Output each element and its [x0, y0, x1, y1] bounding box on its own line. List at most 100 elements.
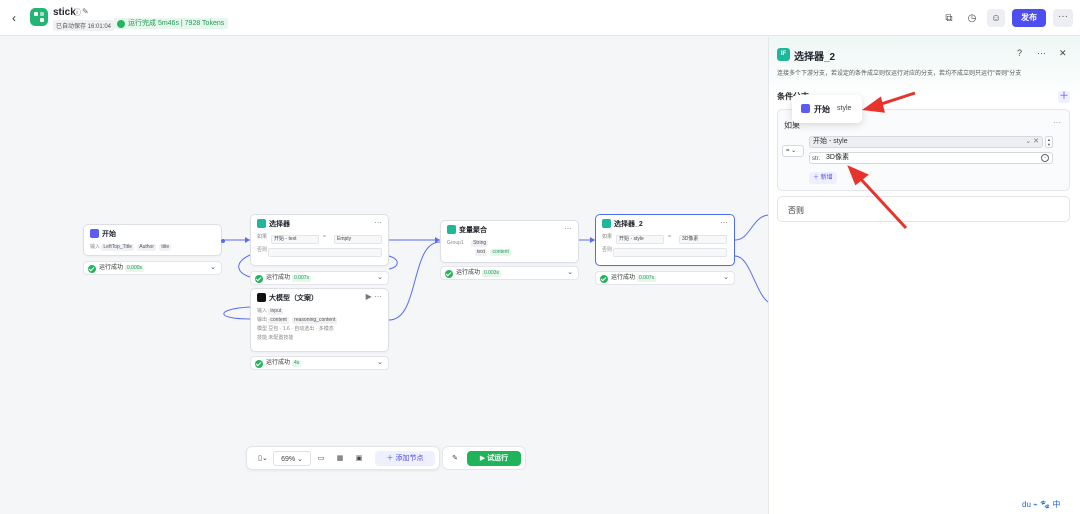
node-vars-row: text content — [475, 249, 511, 256]
red-arrow-2-head — [847, 165, 869, 186]
copy-button[interactable]: ⧉ — [940, 9, 958, 27]
layout-button[interactable]: ▦ — [334, 451, 346, 466]
stepper[interactable]: ▲▼ — [1045, 136, 1053, 148]
publish-button[interactable]: 发布 — [1012, 9, 1046, 27]
minimap-button[interactable]: ▣ — [353, 451, 365, 466]
node-input-row: 输入 input — [257, 308, 284, 315]
history-button[interactable]: ◷ — [963, 9, 981, 27]
help-icon[interactable]: ? — [1017, 48, 1023, 58]
ime-toolbar[interactable]: du ⌁ 🐾 中 — [1022, 499, 1060, 513]
close-icon[interactable]: ✕ — [1059, 48, 1067, 58]
info-icon[interactable]: ⓘ — [73, 8, 81, 17]
node-variable-aggregate[interactable]: 变量聚合··· Group1 String text content — [440, 220, 579, 263]
zoom-select[interactable]: 69% ⌄ — [273, 451, 311, 466]
top-header: ‹ stick ⓘ ✎ 已自动保存 16:01:04 运行完成 5m46s | … — [0, 0, 1080, 36]
success-icon — [255, 274, 263, 283]
chevron-down-icon: ⌄ — [377, 274, 383, 281]
run-status-badge: 运行完成 5m46s | 7928 Tokens — [114, 18, 229, 29]
node-title: 大模型（文案） — [269, 295, 318, 302]
more-icon[interactable]: ▶ ··· — [365, 292, 382, 301]
node-selector[interactable]: 选择器 ··· 如果 开始 - text = Empty 否则 — [250, 214, 389, 266]
node-title: 选择器 — [269, 221, 290, 228]
variable-tooltip: 开始 style — [792, 95, 862, 123]
grid-icon: ▦ — [336, 455, 344, 462]
if-icon — [602, 219, 611, 228]
workflow-icon — [34, 12, 44, 22]
node-model-row: 模型 豆包 · 1.6 · 自动选出 · 多模态 — [257, 326, 334, 332]
node-group-row: Group1 String — [447, 240, 489, 247]
chevron-down-icon: ⌄ — [723, 274, 729, 281]
start-icon — [90, 229, 99, 238]
red-arrow-2 — [856, 174, 908, 230]
edge-else-llm — [238, 254, 251, 278]
success-icon — [88, 264, 96, 273]
chevron-down-icon: ⌄ — [567, 269, 573, 276]
node-condition-row: 如果 开始 - style = 3D像素 — [596, 233, 734, 246]
add-condition-button[interactable]: ＋ 新增 — [809, 172, 837, 184]
branch-more-icon[interactable]: ··· — [1053, 118, 1061, 127]
node-output-row: 输出 content reasoning_content — [257, 317, 338, 324]
node-selector-2[interactable]: 选择器_2 ··· 如果 开始 - style = 3D像素 否则 — [595, 214, 735, 266]
edit-icon[interactable]: ✎ — [82, 7, 89, 16]
more-options-button[interactable]: ··· — [1053, 9, 1073, 27]
node-else-row: 否则 — [251, 246, 388, 259]
edge-selector-else — [388, 255, 398, 270]
success-icon — [445, 269, 453, 278]
canvas-toolbar: ▯⌄ 69% ⌄ ▭ ▦ ▣ ＋ 添加节点 — [246, 446, 440, 470]
back-arrow-icon[interactable]: ‹ — [12, 11, 16, 25]
node-config-panel: IF 选择器_2 ? ··· ✕ 连接多个下游分支，若设定的条件成立则仅运行对应… — [768, 37, 1080, 514]
pointer-mode-button[interactable]: ▯⌄ — [253, 451, 273, 466]
more-icon[interactable]: ··· — [720, 218, 728, 227]
red-arrow-1-head — [861, 96, 885, 113]
baidu-icon: du ⌁ 🐾 中 — [1022, 500, 1061, 509]
operator-select[interactable]: = ⌄ — [782, 145, 804, 157]
if-branch-card: 如果 ··· = ⌄ 开始 - style ⌄ ✕ ▲▼ str. 3D像素 ·… — [777, 109, 1070, 191]
success-icon — [255, 359, 263, 368]
more-icon[interactable]: ··· — [374, 218, 382, 227]
debug-button[interactable]: ✎ — [449, 451, 461, 466]
edge-llm-aggregate — [388, 241, 441, 321]
node-llm[interactable]: 大模型（文案） ▶ ··· 输入 input 输出 content reasoni… — [250, 288, 389, 352]
llm-icon — [257, 293, 266, 302]
node-condition-row: 如果 开始 - text = Empty — [251, 233, 388, 246]
node-else-row: 否则 — [596, 246, 734, 259]
chevron-down-icon: ⌄ ✕ — [1025, 138, 1039, 145]
variable-icon[interactable]: · — [1041, 154, 1049, 162]
comment-button[interactable]: ▭ — [315, 451, 327, 466]
autosave-status: 已自动保存 16:01:04 — [53, 20, 115, 31]
if-icon — [257, 219, 266, 228]
aggregate-icon — [447, 225, 456, 234]
right-value-input[interactable]: str. 3D像素 · — [809, 152, 1053, 164]
if-label: 如果 — [784, 121, 800, 130]
left-value-select[interactable]: 开始 - style ⌄ ✕ — [809, 136, 1043, 148]
more-icon[interactable]: ··· — [1037, 48, 1046, 58]
test-run-button[interactable]: ▶ 试运行 — [467, 451, 521, 466]
collaborators-button[interactable]: ☺ — [987, 9, 1005, 27]
node-title: 选择器_2 — [614, 221, 643, 228]
comment-icon: ▭ — [317, 455, 325, 462]
start-icon — [801, 104, 810, 113]
type-tag: str. — [812, 156, 821, 162]
app-logo — [30, 8, 48, 26]
app-title: stick — [53, 7, 76, 18]
edge-layer — [222, 214, 768, 321]
edge-selector2-if — [734, 214, 768, 241]
users-icon: ☺ — [990, 12, 1002, 24]
node-inputs: 输入 LeftTop_Title Author title — [90, 244, 172, 251]
more-icon[interactable]: ··· — [564, 224, 572, 233]
node-start[interactable]: 开始 输入 LeftTop_Title Author title — [83, 224, 225, 256]
add-branch-button[interactable]: ＋ — [1058, 91, 1070, 103]
run-status-text: 运行完成 5m46s | 7928 Tokens — [128, 20, 225, 27]
output-port[interactable] — [221, 239, 225, 243]
panel-title[interactable]: 选择器_2 — [794, 52, 836, 63]
node-skill-row: 技能 未配置技能 — [257, 335, 294, 341]
add-node-button[interactable]: ＋ 添加节点 — [375, 451, 435, 466]
node-title: 开始 — [102, 231, 116, 238]
